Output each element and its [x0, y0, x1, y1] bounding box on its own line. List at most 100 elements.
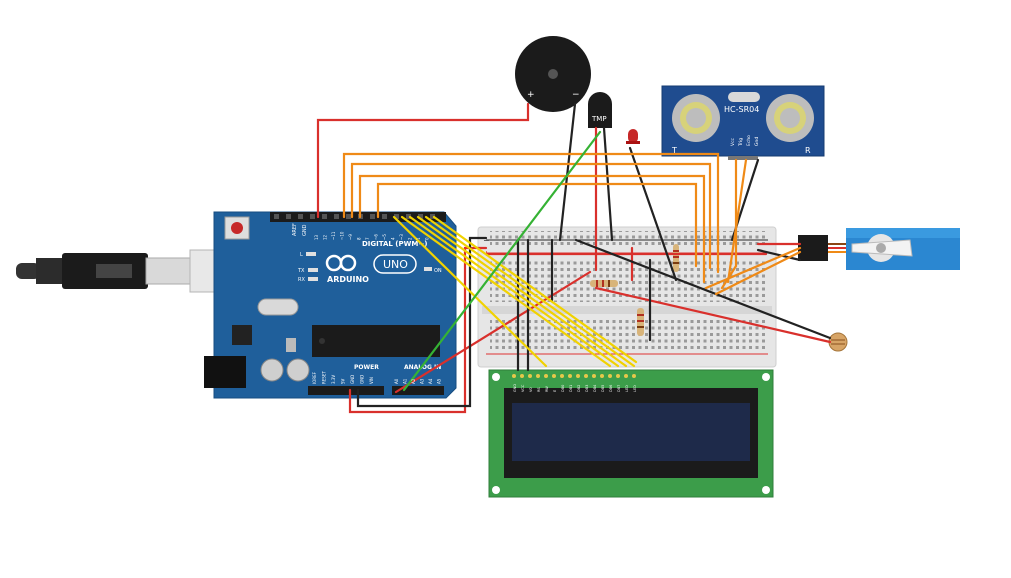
- lcd-pin-label: DB0: [561, 385, 565, 392]
- rail-minus: −: [483, 236, 490, 245]
- resistor-3: [637, 308, 644, 336]
- power-pin-label: 5V: [341, 378, 346, 384]
- wire-gnd: [356, 236, 488, 408]
- digital-pin-label: 2: [408, 237, 413, 240]
- lcd-pin-label: LED: [633, 385, 637, 392]
- wire-buzzer-gnd: [558, 102, 577, 242]
- servo-connector: [798, 235, 828, 261]
- power-pin-label: GND: [360, 375, 365, 384]
- lcd-pin-label: DB1: [569, 385, 573, 392]
- digital-pin-label: ~9: [348, 234, 353, 240]
- tx-led: [308, 268, 318, 272]
- gnd-label: GND: [302, 224, 308, 236]
- capacitor-2: [286, 358, 310, 382]
- wire-lcd-d6: [424, 215, 636, 368]
- photoresistor: [828, 332, 848, 352]
- digital-pin-label: ~10: [340, 231, 345, 240]
- tx-label: TX: [297, 268, 305, 274]
- wire-servo-signal: [704, 246, 802, 290]
- l-led: [306, 252, 316, 256]
- wire-a0: [394, 270, 592, 394]
- sensor-pin-label: Echo: [746, 135, 752, 146]
- wire-servo-signal-2: [714, 250, 802, 296]
- wire-buzzer-positive: [316, 102, 530, 219]
- on-led: [424, 267, 432, 271]
- resistor-1: [673, 244, 679, 272]
- usb-cable: [16, 249, 249, 293]
- sensor-pin-label: Gnd: [754, 137, 760, 146]
- wire-ldr: [594, 286, 832, 344]
- rx-led: [308, 277, 318, 281]
- small-capacitor: [286, 338, 296, 352]
- uno-label: UNO: [383, 258, 408, 271]
- atmega-chip: [312, 325, 440, 357]
- lcd-pin-label: GND: [513, 384, 517, 392]
- lcd-pin-label: LED: [625, 385, 629, 392]
- lcd-pin-label: DB6: [609, 385, 613, 392]
- analog-pin-label: A2: [411, 378, 416, 384]
- arduino-brand: ARDUINO: [327, 275, 369, 284]
- resistor-2: [590, 280, 618, 287]
- digital-pin-label: ~3: [399, 234, 404, 240]
- wire-tmp-signal: [402, 130, 602, 392]
- wire-servo-gnd: [756, 248, 802, 262]
- power-label: POWER: [354, 364, 379, 371]
- aref-label: AREF: [292, 223, 298, 236]
- wire-echo: [350, 162, 712, 270]
- power-pin-label: IOREF: [312, 371, 317, 384]
- lcd-pin-label: DB7: [617, 385, 621, 392]
- ultrasonic-sensor: HC-SR04 T R: [661, 85, 825, 160]
- l-label: L: [300, 252, 303, 258]
- buzzer-minus: −: [572, 90, 580, 100]
- tmp-label: TMP: [591, 115, 607, 123]
- digital-pin-label: 7: [365, 237, 370, 240]
- piezo-buzzer: + −: [515, 36, 591, 112]
- wire-lcd-rs: [392, 215, 548, 368]
- digital-pin-label: 1: [416, 237, 421, 240]
- wire-lcd-d5: [416, 215, 628, 368]
- analog-pin-label: A3: [420, 378, 425, 384]
- voltage-regulator: [232, 325, 252, 345]
- power-pin-label: 3.3V: [331, 375, 336, 384]
- power-pin-label: GND: [350, 375, 355, 384]
- lcd-pin-label: DB4: [593, 384, 597, 392]
- buzzer-plus: +: [527, 90, 535, 100]
- digital-pin-label: 8: [357, 237, 362, 240]
- wire-lcd-d7: [432, 215, 638, 364]
- power-pin-label: VIN: [369, 377, 374, 384]
- sensor-pin-label: Trig: [738, 138, 744, 147]
- digital-label: DIGITAL (PWM~): [362, 240, 427, 248]
- digital-pin-label: ~6: [374, 234, 379, 240]
- analog-header: [392, 386, 444, 395]
- hole-rail-top: [490, 231, 766, 247]
- sensor-pin-label: Vcc: [730, 137, 736, 146]
- digital-pin-label: ~5: [382, 234, 387, 240]
- wire-lcd-e: [400, 215, 612, 368]
- digital-pin-label: ~11: [331, 231, 336, 240]
- lcd-pin-label: VCC: [521, 384, 525, 392]
- lcd-pins: [512, 374, 636, 378]
- wire-jumpers: [516, 238, 652, 372]
- analog-pin-label: A1: [403, 378, 408, 384]
- wire-led-gnd: [628, 146, 678, 282]
- lcd-screen: [512, 403, 750, 461]
- wire-d7: [376, 182, 698, 268]
- wire-5v: [348, 246, 488, 414]
- crystal-oscillator: [257, 298, 299, 316]
- uno-badge: [373, 254, 417, 274]
- on-label: ON: [434, 268, 442, 274]
- arduino-logo: [325, 254, 357, 272]
- capacitor-1: [260, 358, 284, 382]
- red-led: [626, 129, 640, 144]
- r-mark: R: [805, 146, 811, 155]
- digital-pin-label: 0: [425, 237, 430, 240]
- wire-lcd-d4: [408, 215, 620, 368]
- reset-button-cap: [231, 222, 243, 234]
- analog-pin-label: A5: [437, 378, 442, 384]
- servo-motor: [798, 228, 960, 270]
- chip-notch: [319, 338, 325, 344]
- lcd-module: [488, 369, 774, 498]
- power-pin-label: RESET: [322, 371, 327, 384]
- wires: [316, 102, 832, 414]
